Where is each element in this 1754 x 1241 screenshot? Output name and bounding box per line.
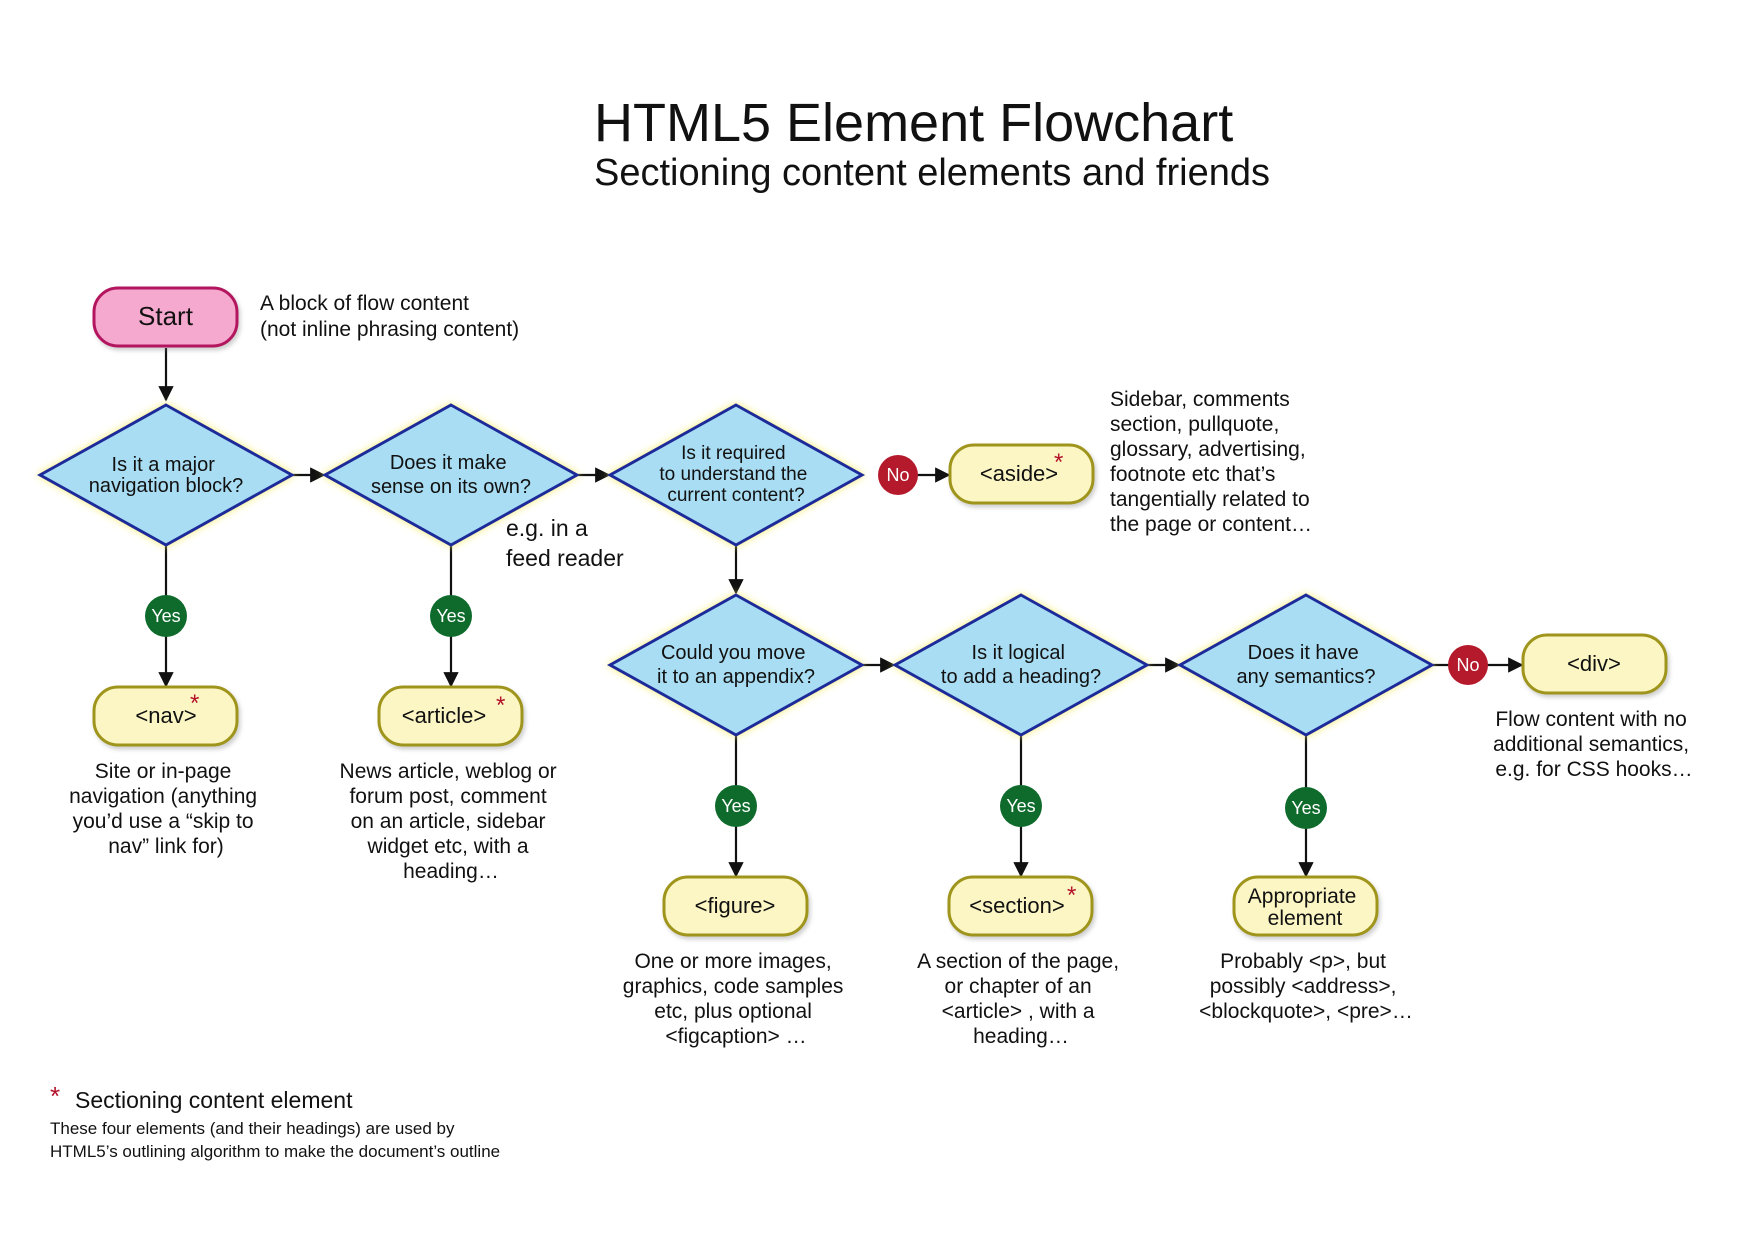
svg-text:Is it a major navigation: Is it a major navigation block? (89, 454, 244, 497)
page-title: HTML5 Element Flowchart (594, 93, 1233, 153)
svg-text:Could you move it to an: Could you move it to an appendix? (657, 642, 815, 688)
question-q5: Is it logical to add a heading? (891, 593, 1151, 737)
svg-text:Does it make sense on it: Does it make sense on its own? (371, 452, 531, 498)
outcome-nav-label: <nav> (135, 703, 196, 728)
legend-desc: These four elements (and their headings)… (50, 1119, 500, 1161)
outcome-appropriate-desc: Probably <p>, but possibly <address>, <b… (1199, 950, 1413, 1023)
badge-no-q6: No (1448, 645, 1488, 685)
question-q4: Could you move it to an appendix? (606, 593, 866, 737)
outcome-aside: <aside> * (948, 443, 1095, 505)
svg-text:Yes: Yes (1291, 798, 1320, 818)
outcome-article: <article> * (377, 685, 524, 747)
outcome-nav: <nav> * (92, 685, 239, 747)
outcome-aside-desc: Sidebar, comments section, pullquote, gl… (1110, 388, 1315, 536)
outcome-figure: <figure> (662, 875, 809, 937)
outcome-section-desc: A section of the page, or chapter of an … (917, 950, 1125, 1048)
badge-no-q3: No (878, 455, 918, 495)
start-note: A block of flow content (not inline phra… (260, 292, 519, 341)
svg-text:Is it logical to add a h: Is it logical to add a heading? (941, 642, 1101, 688)
sectioning-marker: * (1054, 449, 1063, 476)
outcome-div-label: <div> (1567, 651, 1621, 676)
outcome-aside-label: <aside> (980, 461, 1058, 486)
badge-yes-q1: Yes (145, 595, 187, 637)
outcome-figure-label: <figure> (695, 893, 776, 918)
svg-text:Yes: Yes (721, 796, 750, 816)
svg-text:Does it have any semanti: Does it have any semantics? (1237, 642, 1376, 688)
sectioning-marker: * (1067, 882, 1076, 909)
outcome-div: <div> (1521, 633, 1668, 695)
question-q3: Is it required to understand the current… (606, 403, 866, 547)
outcome-div-desc: Flow content with no additional semantic… (1493, 708, 1695, 781)
outcome-appropriate: Appropriate element (1232, 875, 1379, 937)
question-q1: Is it a major navigation block? (36, 403, 296, 547)
outcome-article-label: <article> (402, 703, 486, 728)
badge-yes-q4: Yes (715, 785, 757, 827)
legend-label: Sectioning content element (75, 1087, 353, 1113)
sectioning-marker: * (496, 692, 505, 719)
outcome-article-desc: News article, weblog or forum post, comm… (340, 760, 563, 883)
outcome-section-label: <section> (969, 893, 1064, 918)
start-label: Start (138, 301, 194, 331)
svg-text:Yes: Yes (151, 606, 180, 626)
svg-text:Is it required to unders: Is it required to understand the current… (659, 443, 812, 506)
question-q6: Does it have any semantics? (1176, 593, 1436, 737)
svg-text:No: No (1456, 655, 1479, 675)
question-q2: Does it make sense on its own? (321, 403, 581, 547)
svg-text:Yes: Yes (1006, 796, 1035, 816)
legend-marker: * (50, 1081, 60, 1111)
q2-note: e.g. in a feed reader (506, 515, 624, 571)
outcome-section: <section> * (947, 875, 1094, 937)
outcome-nav-desc: Site or in-page navigation (anything you… (69, 760, 263, 858)
outcome-appropriate-label: Appropriate element (1248, 885, 1362, 930)
sectioning-marker: * (190, 690, 199, 717)
badge-yes-q6: Yes (1285, 787, 1327, 829)
svg-text:No: No (886, 465, 909, 485)
start-node: Start (92, 286, 239, 348)
badge-yes-q2: Yes (430, 595, 472, 637)
legend: * Sectioning content element These four … (50, 1081, 500, 1161)
svg-text:Yes: Yes (436, 606, 465, 626)
page-subtitle: Sectioning content elements and friends (594, 152, 1270, 194)
outcome-figure-desc: One or more images, graphics, code sampl… (623, 950, 849, 1048)
badge-yes-q5: Yes (1000, 785, 1042, 827)
